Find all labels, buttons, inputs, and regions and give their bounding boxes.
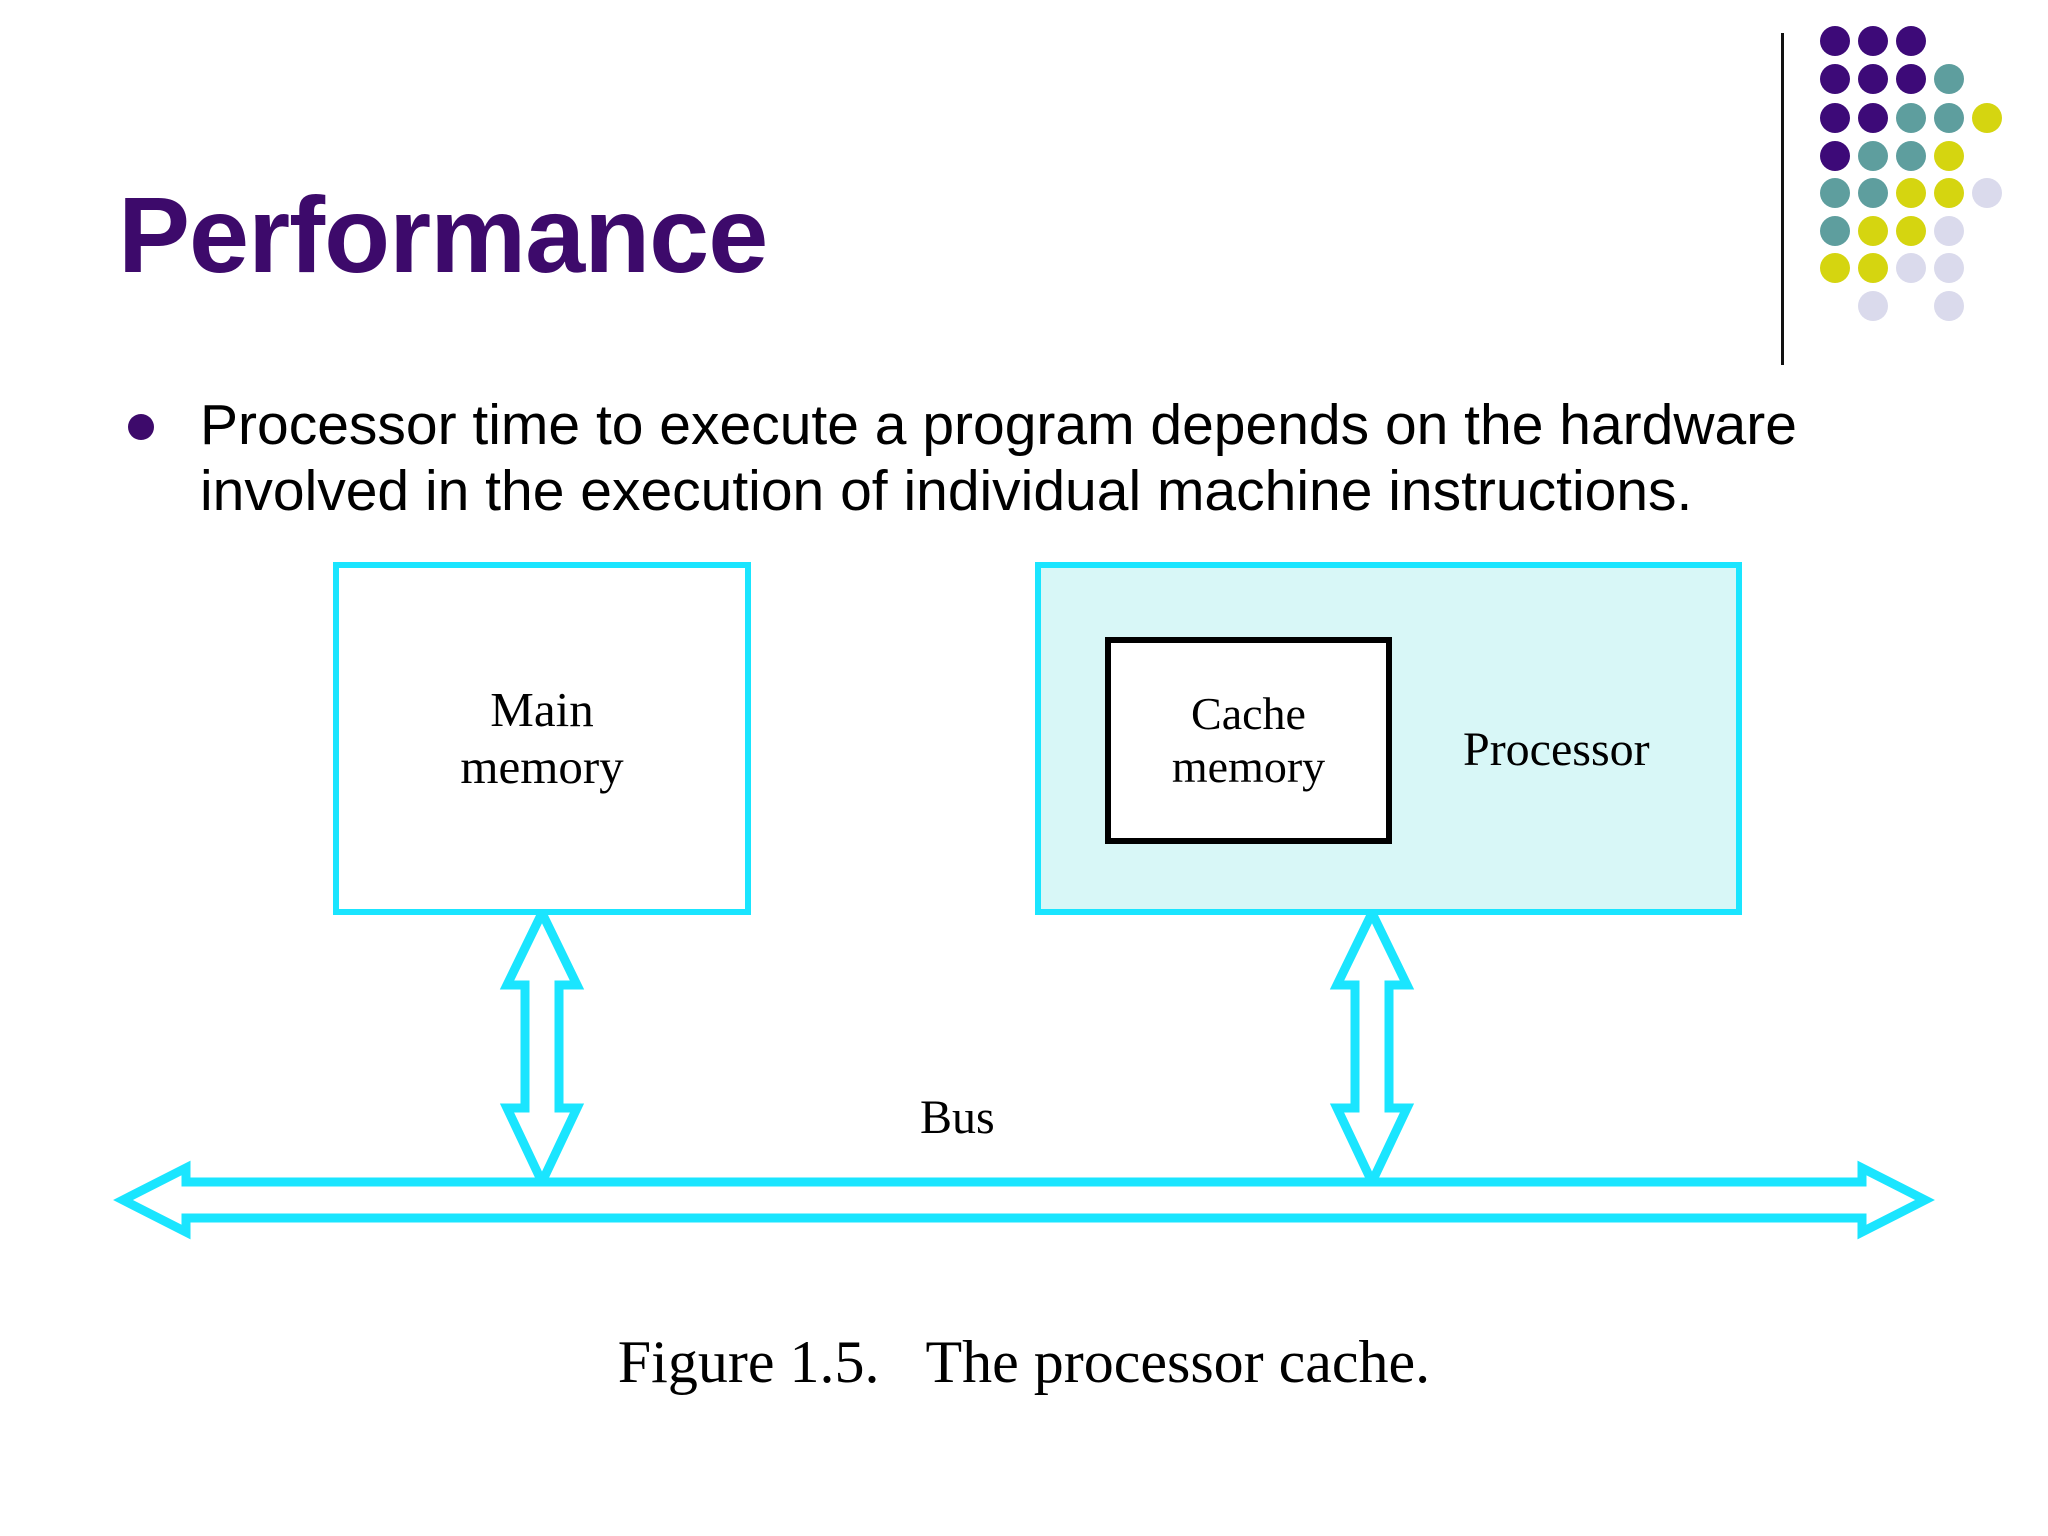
logo-dot-purple — [1820, 26, 1850, 56]
figure-caption: Figure 1.5. The processor cache. — [0, 1328, 2048, 1397]
logo-dot-purple — [1820, 103, 1850, 133]
arrow-processor-to-bus — [1329, 902, 1415, 1193]
logo-dot-lavender — [1934, 216, 1964, 246]
logo-dot-purple — [1896, 26, 1926, 56]
main-memory-label-line2: memory — [460, 738, 624, 794]
main-memory-box: Main memory — [333, 562, 751, 915]
logo-dot-teal — [1934, 64, 1964, 94]
logo-dot-yellow — [1858, 253, 1888, 283]
logo-dot-grid — [1820, 26, 2030, 346]
logo-dot-yellow — [1896, 178, 1926, 208]
cache-memory-box: Cache memory — [1105, 637, 1392, 844]
cache-memory-label-line2: memory — [1171, 740, 1326, 792]
logo-dot-teal — [1934, 103, 1964, 133]
arrow-bus — [113, 1160, 1935, 1240]
logo-dot-lavender — [1972, 178, 2002, 208]
logo-dot-teal — [1858, 141, 1888, 171]
logo-dot-yellow — [1972, 103, 2002, 133]
bullet-item-label: Processor time to execute a program depe… — [200, 393, 1797, 524]
logo-vertical-rule — [1781, 33, 1784, 365]
logo-dot-yellow — [1820, 253, 1850, 283]
logo-dot-lavender — [1896, 253, 1926, 283]
logo-dot-teal — [1820, 178, 1850, 208]
page-title: Performance — [118, 174, 768, 295]
logo-dot-purple — [1858, 64, 1888, 94]
figure-caption-number: Figure 1.5. — [617, 1329, 880, 1395]
figure-caption-text: The processor cache. — [925, 1329, 1431, 1395]
logo-dot-purple — [1858, 26, 1888, 56]
logo-dot-teal — [1820, 216, 1850, 246]
logo-dot-lavender — [1858, 291, 1888, 321]
main-memory-label-line1: Main — [490, 682, 594, 738]
bullet-dot-icon — [128, 414, 154, 440]
arrow-main-memory-to-bus — [499, 902, 585, 1193]
logo-dot-lavender — [1934, 291, 1964, 321]
logo-dot-teal — [1896, 141, 1926, 171]
cache-memory-label-line1: Cache — [1191, 687, 1306, 739]
logo-dot-yellow — [1934, 178, 1964, 208]
logo-dot-purple — [1820, 64, 1850, 94]
logo-dot-teal — [1896, 103, 1926, 133]
processor-label: Processor — [1463, 723, 1650, 776]
logo-dot-yellow — [1858, 216, 1888, 246]
logo-dot-purple — [1858, 103, 1888, 133]
logo-dot-yellow — [1934, 141, 1964, 171]
logo-dot-lavender — [1934, 253, 1964, 283]
bus-label: Bus — [920, 1091, 995, 1144]
logo-dot-purple — [1896, 64, 1926, 94]
logo-dot-yellow — [1896, 216, 1926, 246]
logo-dot-purple — [1820, 141, 1850, 171]
logo-dot-teal — [1858, 178, 1888, 208]
